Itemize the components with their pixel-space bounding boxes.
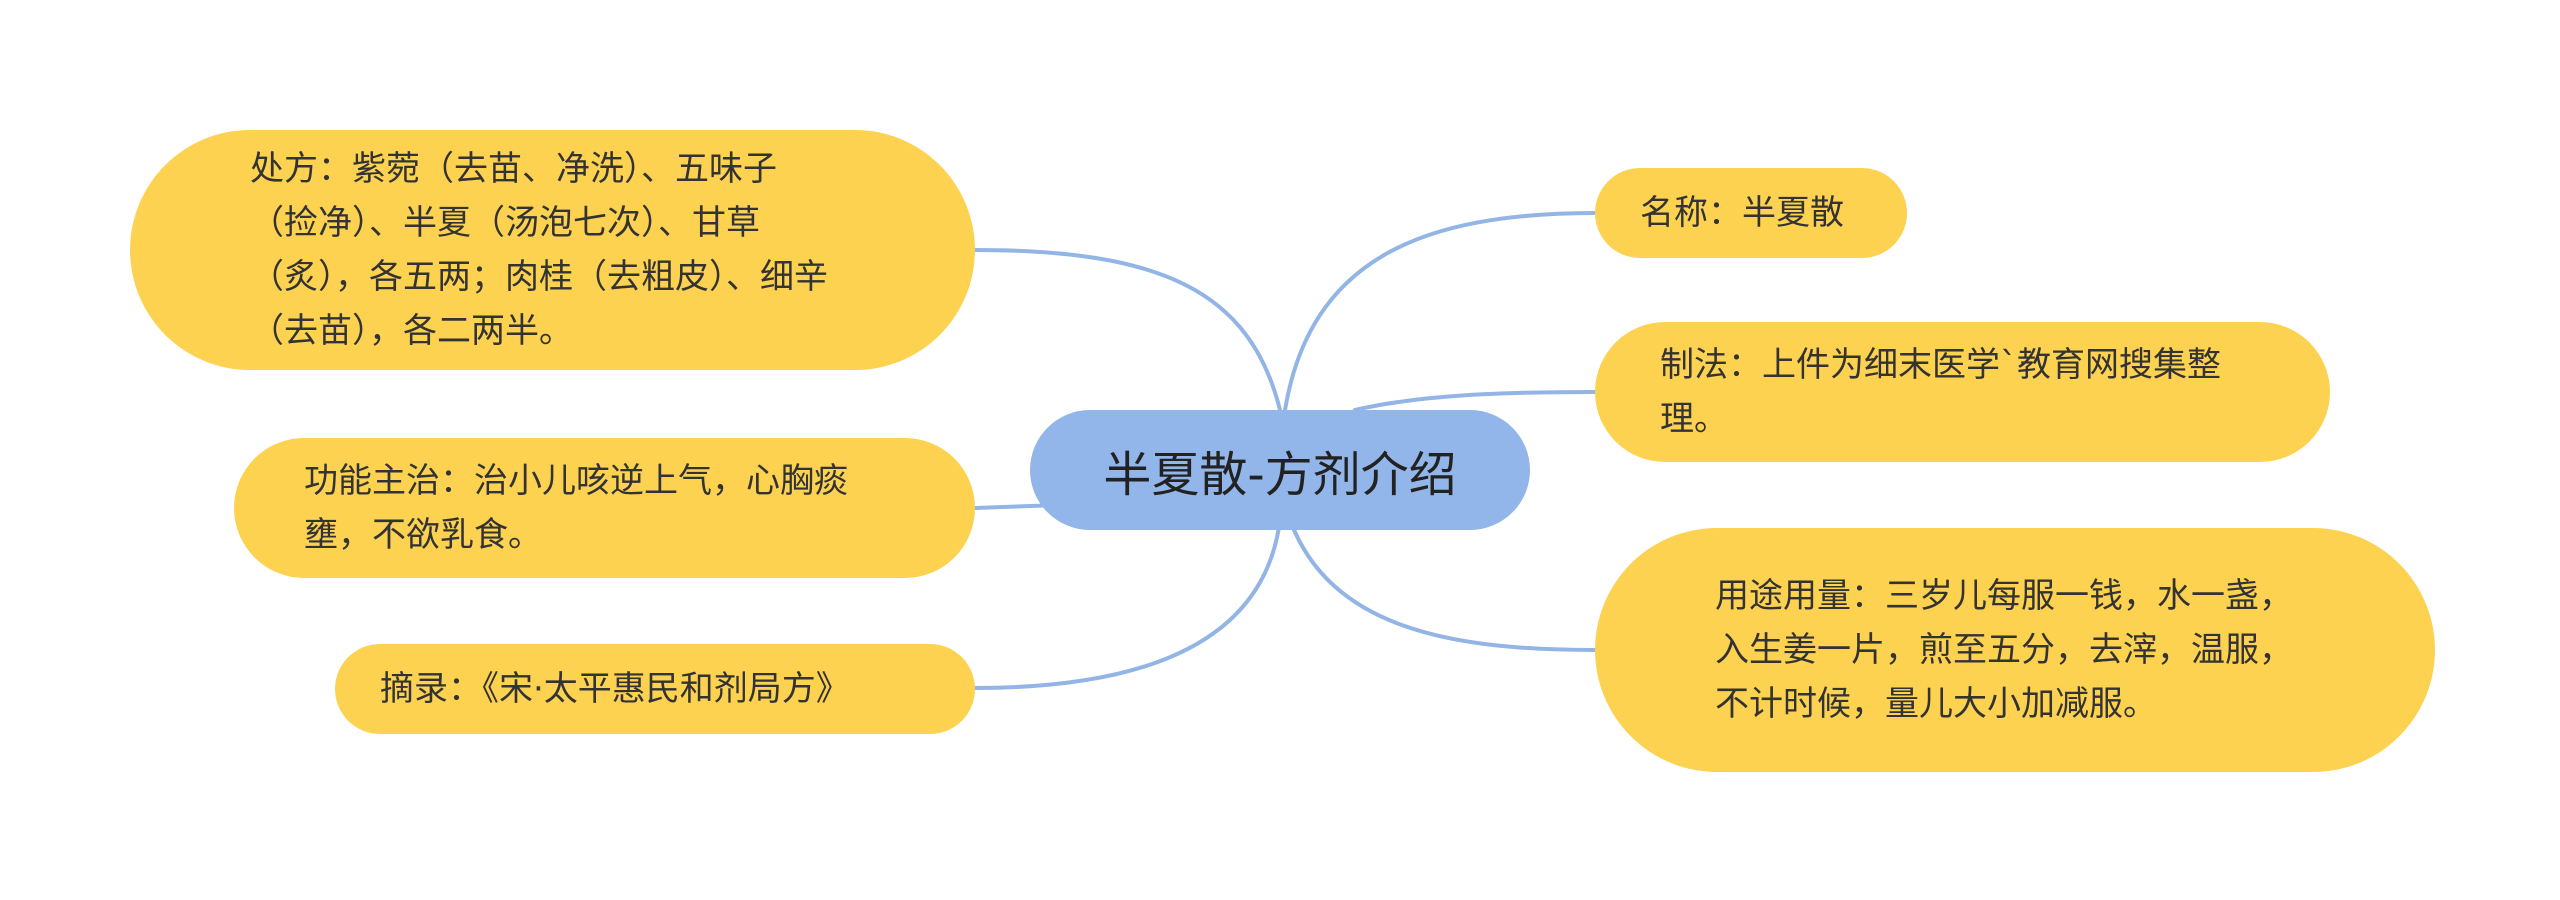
node-excerpt[interactable]: 摘录：《宋·太平惠民和剂局方》 [335, 644, 975, 734]
node-preparation[interactable]: 制法：上件为细末医学`教育网搜集整理。 [1595, 322, 2330, 462]
node-name-text: 名称：半夏散 [1640, 193, 1844, 233]
node-preparation-text: 制法：上件为细末医学`教育网搜集整理。 [1660, 345, 2221, 439]
node-function[interactable]: 功能主治：治小儿咳逆上气，心胸痰壅，不欲乳食。 [234, 438, 975, 578]
node-function-text: 功能主治：治小儿咳逆上气，心胸痰壅，不欲乳食。 [304, 461, 848, 555]
connector-excerpt [973, 518, 1282, 690]
connector-usage [1288, 518, 1597, 652]
node-usage[interactable]: 用途用量：三岁儿每服一钱，水一盏，入生姜一片，煎至五分，去滓，温服，不计时候，量… [1595, 528, 2435, 772]
node-name[interactable]: 名称：半夏散 [1595, 168, 1907, 258]
node-excerpt-text: 摘录：《宋·太平惠民和剂局方》 [380, 669, 850, 709]
node-usage-text: 用途用量：三岁儿每服一钱，水一盏，入生姜一片，煎至五分，去滓，温服，不计时候，量… [1715, 576, 2293, 724]
connector-prescription [973, 248, 1282, 412]
central-topic-title: 半夏散-方剂介绍 [1103, 447, 1457, 503]
central-topic[interactable]: 半夏散-方剂介绍 [1030, 410, 1530, 530]
connector-name [1283, 211, 1597, 412]
node-prescription[interactable]: 处方：紫菀（去苗、净洗）、五味子（捡净）、半夏（汤泡七次）、甘草（炙），各五两；… [130, 130, 975, 370]
connector-preparation [1353, 390, 1597, 412]
node-prescription-text: 处方：紫菀（去苗、净洗）、五味子（捡净）、半夏（汤泡七次）、甘草（炙），各五两；… [250, 149, 828, 351]
